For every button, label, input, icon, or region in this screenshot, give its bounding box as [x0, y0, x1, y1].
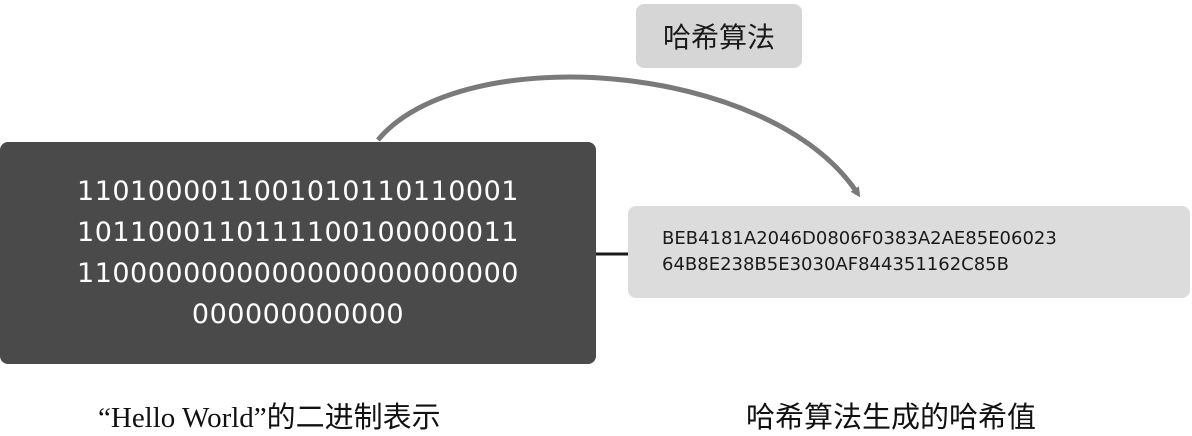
hash-line: BEB4181A2046D0806F0383A2AE85E06023 [662, 228, 1057, 249]
hash-line: 64B8E238B5E3030AF844351162C85B [662, 254, 1009, 275]
binary-line: 1101000011001010110110001 [77, 176, 519, 207]
hash-caption: 哈希算法生成的哈希值 [746, 402, 1037, 434]
hash-algorithm-label-text: 哈希算法 [662, 21, 775, 54]
hash-algorithm-label: 哈希算法 [636, 4, 802, 68]
binary-caption: “Hello World”的二进制表示 [98, 402, 441, 434]
hash-arrow [376, 74, 861, 198]
binary-line: 1011000110111100100000011 [77, 217, 519, 248]
hash-value-box: BEB4181A2046D0806F0383A2AE85E06023 64B8E… [628, 206, 1190, 298]
binary-line: 1100000000000000000000000 [77, 258, 519, 289]
binary-representation-box: 1101000011001010110110001 10110001101111… [0, 142, 596, 364]
binary-line: 000000000000 [191, 299, 405, 330]
